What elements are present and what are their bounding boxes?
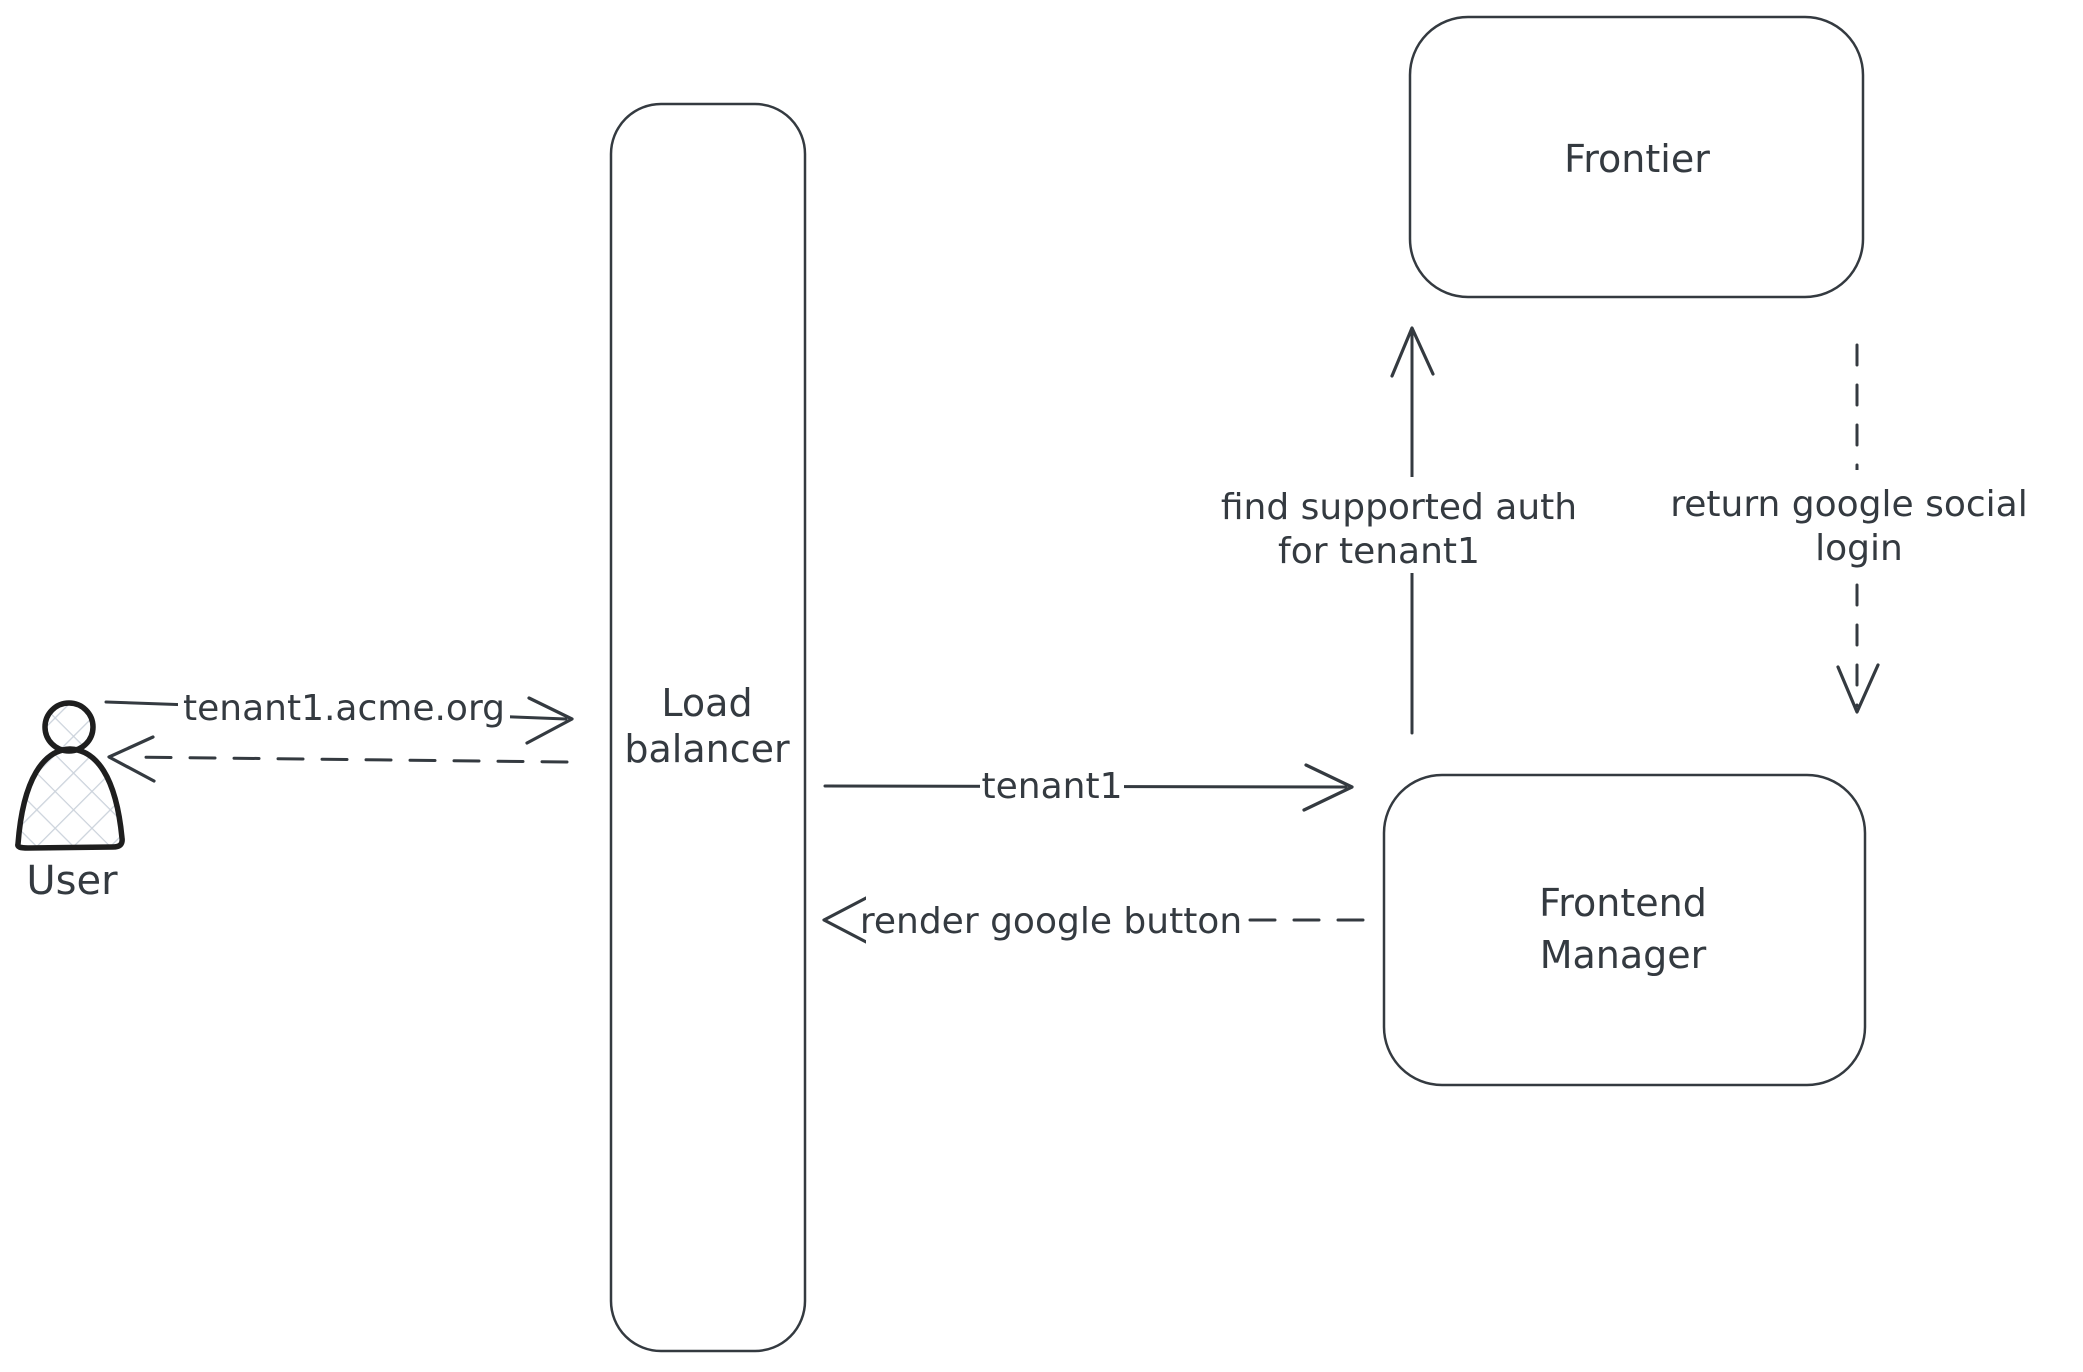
load-balancer-node: Load balancer [609,102,807,1353]
person-icon [15,700,125,851]
person-head [42,700,96,754]
edge-label-bg [1652,470,2048,578]
arrowhead-down-icon [1836,663,1880,714]
edge-load-balancer-to-frontend-manager: tenant1 [823,760,1354,812]
edge-load-balancer-to-user [107,735,569,783]
frontier-box [1408,15,1865,299]
arrowhead-left-icon [107,735,156,783]
frontier-node: Frontier [1408,15,1865,299]
frontend-manager-label-line1: Frontend [1539,881,1707,925]
edge-label-bg [866,886,1238,950]
frontier-label: Frontier [1564,137,1710,181]
edge-label-line1: find supported auth [1221,487,1577,528]
edge-label-bg [980,760,1124,806]
load-balancer-label-line2: balancer [624,727,790,771]
edge-label-bg [178,682,510,732]
frontend-manager-box [1382,773,1867,1087]
edge-label: tenant1 [982,766,1123,807]
arrowhead-right-icon [1302,763,1354,812]
edge-label-line1: return google social [1670,484,2028,525]
user-node: User [15,700,125,904]
frontend-manager-label-line2: Manager [1540,933,1707,977]
arrowhead-up-icon [1390,326,1435,378]
edge-frontier-to-frontend-manager: return google social login [1652,343,2048,714]
person-body [15,746,125,851]
edge-label: render google button [860,901,1242,942]
load-balancer-box [609,102,807,1353]
load-balancer-label-line1: Load [661,681,752,725]
arrowhead-left-icon [822,895,872,946]
edge-user-to-load-balancer: tenant1.acme.org [104,682,574,745]
edge-frontend-manager-to-frontier: find supported auth for tenant1 [1208,326,1592,735]
edge-label: tenant1.acme.org [183,688,505,729]
edge-line [126,755,569,764]
frontend-manager-node: Frontend Manager [1382,773,1867,1087]
arrowhead-right-icon [525,696,574,745]
user-label: User [26,858,118,904]
edge-label-line2: for tenant1 [1278,531,1480,572]
edge-label-bg [1208,477,1592,573]
edge-frontend-manager-to-load-balancer: render google button [822,886,1365,950]
edge-label-line2: login [1815,528,1903,569]
